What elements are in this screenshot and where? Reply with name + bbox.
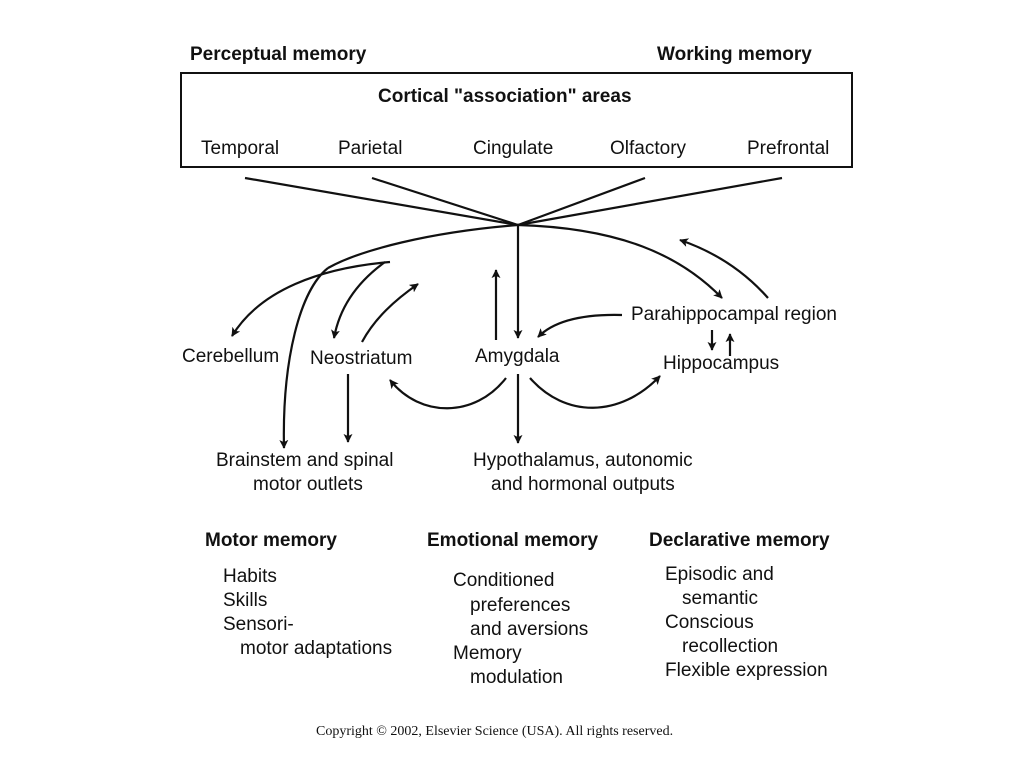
arrow-parahippocampal-up bbox=[679, 238, 769, 299]
area-temporal: Temporal bbox=[201, 138, 280, 159]
perceptual-memory-label: Perceptual memory bbox=[190, 44, 367, 65]
motor-item: Habits bbox=[223, 566, 277, 587]
node-hypothalamus-line2: and hormonal outputs bbox=[491, 474, 675, 495]
cortical-association-box bbox=[180, 72, 853, 168]
node-parahippocampal-region: Parahippocampal region bbox=[631, 304, 837, 325]
motor-item: motor adaptations bbox=[240, 638, 393, 659]
line-olfactory bbox=[517, 176, 646, 227]
node-brainstem-line2: motor outlets bbox=[253, 474, 363, 495]
motor-memory-title: Motor memory bbox=[205, 530, 337, 551]
arrow-amygdala-to-neostriatum bbox=[389, 377, 507, 410]
node-hypothalamus-line1: Hypothalamus, autonomic bbox=[473, 450, 693, 471]
emotional-item: and aversions bbox=[470, 619, 589, 640]
declarative-item: Episodic and bbox=[665, 564, 774, 585]
emotional-item: preferences bbox=[470, 595, 571, 616]
working-memory-label: Working memory bbox=[657, 44, 812, 65]
copyright-notice: Copyright © 2002, Elsevier Science (USA)… bbox=[316, 724, 674, 739]
emotional-memory-title: Emotional memory bbox=[427, 530, 599, 551]
declarative-item: semantic bbox=[682, 588, 759, 609]
area-prefrontal: Prefrontal bbox=[747, 138, 830, 159]
arrow-to-neostriatum bbox=[331, 261, 386, 339]
line-temporal bbox=[244, 176, 519, 227]
node-cerebellum: Cerebellum bbox=[182, 346, 280, 367]
area-parietal: Parietal bbox=[338, 138, 403, 159]
cortical-box-title: Cortical "association" areas bbox=[378, 86, 632, 107]
arrow-to-parahippocampal bbox=[517, 223, 723, 299]
node-amygdala: Amygdala bbox=[475, 346, 560, 367]
line-prefrontal bbox=[517, 176, 783, 227]
declarative-item: Flexible expression bbox=[665, 660, 828, 681]
declarative-item: recollection bbox=[682, 636, 779, 657]
declarative-memory-title: Declarative memory bbox=[649, 530, 830, 551]
motor-item: Sensori- bbox=[223, 614, 294, 635]
emotional-item: Conditioned bbox=[453, 570, 555, 591]
node-neostriatum: Neostriatum bbox=[310, 348, 413, 369]
emotional-item: Memory bbox=[453, 643, 522, 664]
arc-left bbox=[327, 223, 519, 269]
declarative-item: Conscious bbox=[665, 612, 754, 633]
motor-item: Skills bbox=[223, 590, 268, 611]
area-cingulate: Cingulate bbox=[473, 138, 554, 159]
arrow-to-cerebellum bbox=[231, 260, 391, 337]
node-brainstem-line1: Brainstem and spinal bbox=[216, 450, 394, 471]
arrow-neostriatum-up bbox=[361, 283, 419, 343]
emotional-item: modulation bbox=[470, 667, 563, 688]
arrow-to-brainstem bbox=[279, 267, 329, 449]
arrow-amygdala-to-hippocampus bbox=[529, 375, 661, 409]
line-parietal bbox=[371, 176, 519, 227]
arrow-parahippocampal-to-amygdala bbox=[537, 313, 623, 338]
area-olfactory: Olfactory bbox=[610, 138, 687, 159]
node-hippocampus: Hippocampus bbox=[663, 353, 780, 374]
